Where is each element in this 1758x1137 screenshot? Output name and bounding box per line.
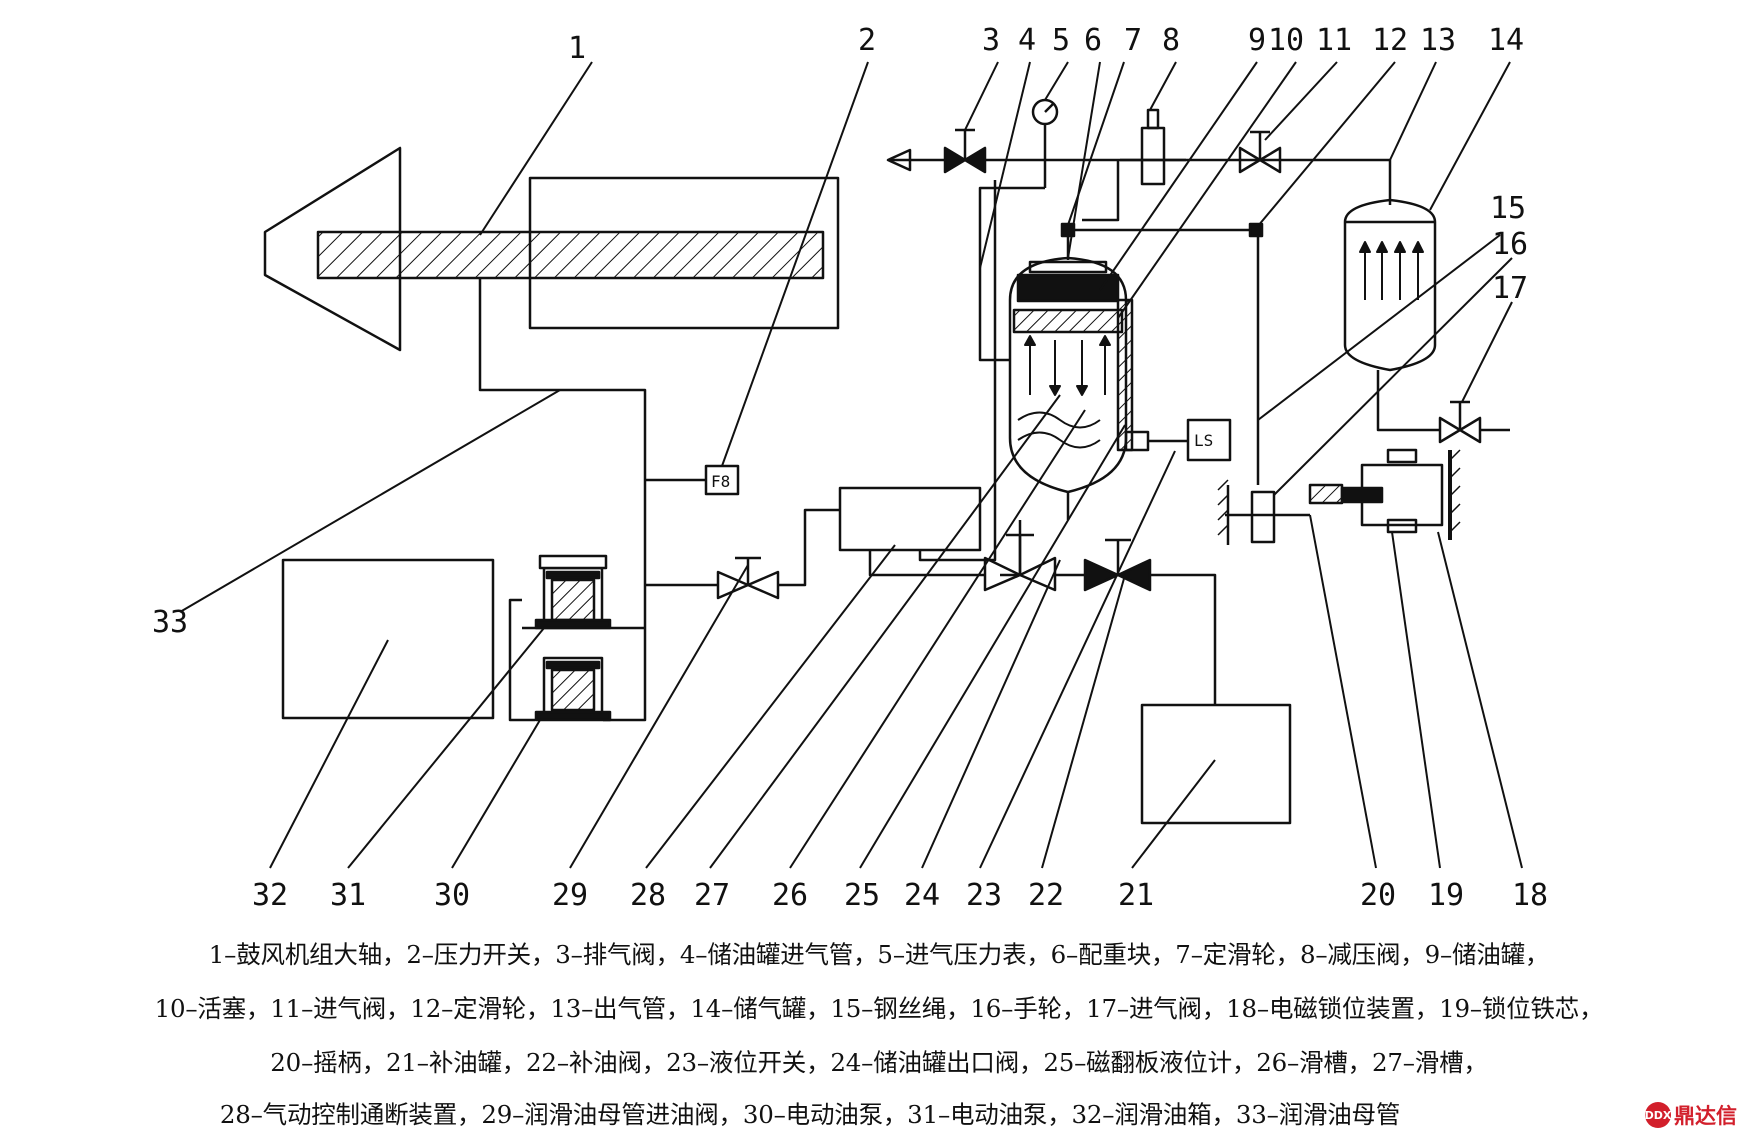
label-30: 30 — [434, 878, 470, 913]
magnetic-level-gauge — [1116, 298, 1134, 452]
label-33: 33 — [152, 605, 188, 640]
caption-line-4: 28–气动控制通断装置，29–润滑油母管进油阀，30–电动油泵，31–电动油泵，… — [219, 1100, 1401, 1129]
pneumatic-control-device — [838, 486, 982, 552]
label-2: 2 — [858, 23, 876, 58]
intake-valve-17 — [1438, 400, 1482, 444]
label-31: 31 — [330, 878, 366, 913]
label-10: 10 — [1268, 23, 1304, 58]
label-20: 20 — [1360, 878, 1396, 913]
level-switch — [1186, 418, 1232, 462]
locking-iron-core — [1340, 486, 1384, 504]
label-9: 9 — [1248, 23, 1266, 58]
label-12: 12 — [1372, 23, 1408, 58]
blower-main-shaft — [316, 230, 825, 280]
intake-valve-11 — [1238, 130, 1282, 174]
caption-line-2: 10–活塞，11–进气阀，12–定滑轮，13–出气管，14–储气罐，15–钢丝绳… — [154, 994, 1604, 1023]
label-29: 29 — [552, 878, 588, 913]
svg-text:LS: LS — [1194, 431, 1213, 450]
caption-line-1: 1–鼓风机组大轴，2–压力开关，3–排气阀，4–储油罐进气管，5–进气压力表，6… — [208, 940, 1550, 969]
pressure-reducing-valve — [1140, 126, 1166, 186]
label-8: 8 — [1162, 23, 1180, 58]
label-19: 19 — [1428, 878, 1464, 913]
make-up-oil-valve — [1083, 538, 1152, 592]
label-24: 24 — [904, 878, 940, 913]
diagram-canvas: F8 — [152, 23, 1548, 913]
label-21: 21 — [1118, 878, 1154, 913]
make-up-oil-tank — [1140, 703, 1292, 825]
counterweight — [1028, 260, 1108, 274]
lube-oil-tank — [281, 558, 495, 720]
label-1: 1 — [568, 31, 586, 66]
label-15: 15 — [1490, 191, 1526, 226]
fixed-pulley-12 — [1248, 222, 1264, 238]
air-storage-tank — [1343, 198, 1437, 372]
label-7: 7 — [1124, 23, 1142, 58]
logo-mark-icon: DDX — [1645, 1102, 1671, 1128]
label-3: 3 — [982, 23, 1000, 58]
label-28: 28 — [630, 878, 666, 913]
label-27: 27 — [694, 878, 730, 913]
hand-wheel — [1250, 490, 1276, 544]
label-18: 18 — [1512, 878, 1548, 913]
label-16: 16 — [1492, 227, 1528, 262]
label-4: 4 — [1018, 23, 1036, 58]
label-25: 25 — [844, 878, 880, 913]
svg-text:F8: F8 — [711, 472, 730, 491]
vent-valve — [943, 128, 987, 174]
label-5: 5 — [1052, 23, 1070, 58]
lube-oil-header — [478, 278, 647, 722]
label-17: 17 — [1492, 271, 1528, 306]
label-14: 14 — [1488, 23, 1524, 58]
label-22: 22 — [1028, 878, 1064, 913]
label-13: 13 — [1420, 23, 1456, 58]
logo-text: 鼎达信 — [1674, 1104, 1737, 1128]
label-6: 6 — [1084, 23, 1102, 58]
label-11: 11 — [1316, 23, 1352, 58]
label-32: 32 — [252, 878, 288, 913]
label-26: 26 — [772, 878, 808, 913]
blower-cone — [263, 146, 402, 352]
piston — [1012, 308, 1124, 334]
vent-arrow — [886, 148, 912, 172]
caption-line-3: 20–摇柄，21–补油罐，22–补油阀，23–液位开关，24–储油罐出口阀，25… — [270, 1048, 1488, 1077]
label-23: 23 — [966, 878, 1002, 913]
watermark-logo: DDX 鼎达信 — [1645, 1100, 1737, 1130]
